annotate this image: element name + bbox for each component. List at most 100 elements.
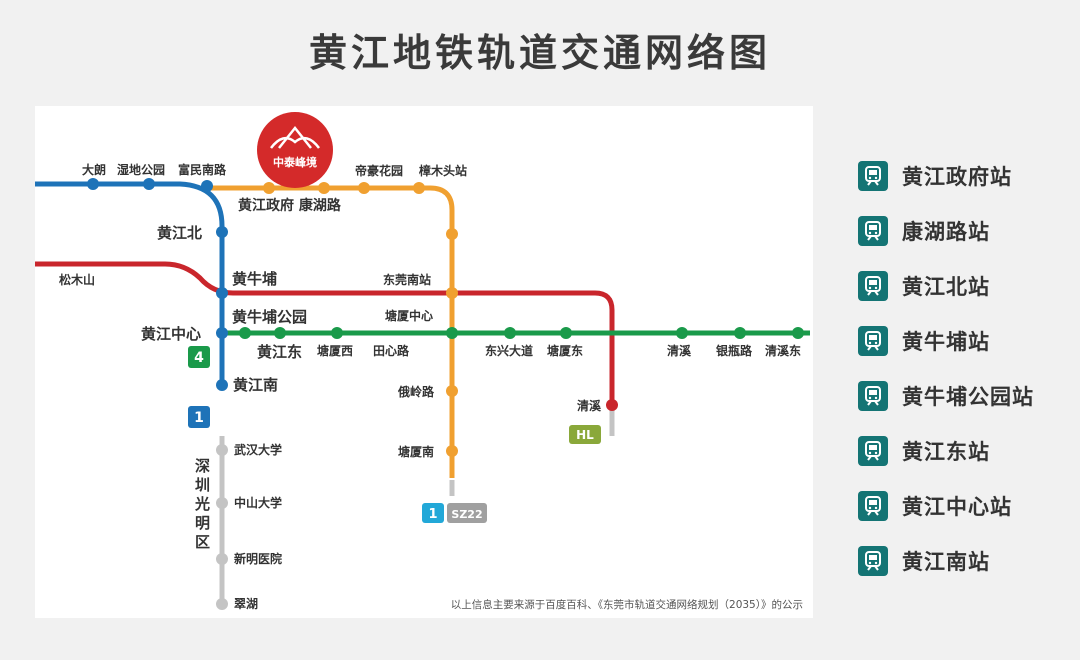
label-songmushan: 松木山	[59, 272, 95, 287]
source-note: 以上信息主要来源于百度百科、《东莞市轨道交通网络规划（2035）》的公示	[451, 598, 803, 611]
station-dongguan-nan-dot[interactable]	[446, 287, 458, 299]
badge-line-sz22: SZ22	[447, 503, 487, 523]
svg-text:4: 4	[194, 350, 204, 366]
label-tianxin: 田心路	[373, 343, 410, 358]
label-shidi: 湿地公园	[117, 162, 165, 177]
label-huangjiang-bei: 黄江北	[157, 224, 202, 242]
station-huangjiang-nan-dot[interactable]	[216, 379, 228, 391]
legend-item: 黄牛埔公园站	[858, 368, 1068, 423]
badge-line-1: 1	[188, 406, 210, 428]
district-char: 深	[195, 457, 210, 475]
label-zhengfu-kanghu: 黄江政府 康湖路	[238, 197, 342, 214]
developer-logo: 中泰峰境	[257, 112, 333, 188]
label-qingxi-green: 清溪	[667, 343, 692, 358]
metro-map: 中泰峰境 大朗 湿地公园 富民南路 黄江政府 康湖路 帝豪花园 樟木头站 黄江北…	[35, 106, 813, 618]
label-huangjiang-nan: 黄江南	[233, 376, 278, 394]
legend-label: 黄江北站	[902, 274, 990, 299]
station-cuihu-dot[interactable]	[216, 598, 228, 610]
legend-item: 黄牛埔站	[858, 313, 1068, 368]
station-huangniupu-dot[interactable]	[216, 287, 228, 299]
station-zhongshan-univ-dot[interactable]	[216, 497, 228, 509]
legend-label: 康湖路站	[902, 219, 990, 244]
metro-train-icon	[858, 490, 888, 521]
station-qingxi-red-dot[interactable]	[606, 399, 618, 411]
station-dihao-dot[interactable]	[358, 182, 370, 194]
legend-label: 黄江南站	[902, 549, 990, 574]
label-tangxia-xi: 塘厦西	[317, 343, 353, 358]
metro-train-icon	[858, 270, 888, 301]
legend-label: 黄江东站	[902, 439, 990, 464]
svg-text:1: 1	[194, 410, 204, 426]
district-char: 圳	[195, 476, 210, 494]
station-huangjiang-bei-dot[interactable]	[216, 226, 228, 238]
label-tangxia-nan: 塘厦南	[398, 444, 434, 459]
metro-train-icon	[858, 325, 888, 356]
station-tangxia-center-dot[interactable]	[446, 327, 458, 339]
station-orange-mid-dot[interactable]	[446, 228, 458, 240]
district-label-shenzhen-guangming: 深 圳 光 明 区	[194, 457, 210, 551]
label-dongguan-nan: 东莞南站	[383, 272, 431, 287]
station-tangxia-xi-dot[interactable]	[331, 327, 343, 339]
badge-line-1-cyan: 1	[422, 503, 444, 523]
station-dalang-dot[interactable]	[87, 178, 99, 190]
page-title: 黄江地铁轨道交通网络图	[308, 31, 771, 75]
orange-line	[207, 185, 455, 478]
legend-item: 黄江政府站	[858, 148, 1068, 203]
district-char: 光	[194, 495, 210, 513]
station-dongxing-dot[interactable]	[504, 327, 516, 339]
station-qingxi-green-dot[interactable]	[676, 327, 688, 339]
station-kanghu-dot[interactable]	[318, 182, 330, 194]
label-qingxi-red: 清溪	[577, 398, 602, 413]
label-qingxi-dong: 清溪东	[765, 343, 801, 358]
legend-item: 黄江南站	[858, 533, 1068, 588]
station-huangjiang-center-dot[interactable]	[216, 327, 228, 339]
badge-line-4: 4	[188, 346, 210, 368]
label-tangxia-center: 塘厦中心	[385, 308, 433, 323]
label-dongxing: 东兴大道	[485, 343, 533, 358]
station-zhengfu-dot[interactable]	[263, 182, 275, 194]
legend-item: 康湖路站	[858, 203, 1068, 258]
label-eling: 俄岭路	[397, 384, 435, 399]
legend-label: 黄江政府站	[902, 164, 1012, 189]
svg-text:1: 1	[428, 507, 437, 522]
station-huangjiang-dong-dot[interactable]	[274, 327, 286, 339]
legend-label: 黄江中心站	[902, 494, 1012, 519]
legend-label: 黄牛埔公园站	[902, 384, 1034, 409]
metro-train-icon	[858, 380, 888, 411]
district-char: 区	[195, 533, 210, 551]
station-zhangmutou-dot[interactable]	[413, 182, 425, 194]
metro-train-icon	[858, 545, 888, 576]
mountain-wings-logo	[270, 125, 320, 149]
label-huangniupu-park: 黄牛埔公园	[232, 308, 307, 326]
label-zhongshan-univ: 中山大学	[234, 495, 282, 510]
station-xinming-dot[interactable]	[216, 553, 228, 565]
logo-text: 中泰峰境	[273, 155, 317, 169]
metro-train-icon	[858, 435, 888, 466]
svg-text:HL: HL	[576, 428, 594, 442]
blue-line	[35, 181, 225, 386]
label-dihao: 帝豪花园	[355, 163, 403, 178]
station-tangxia-dong-dot[interactable]	[560, 327, 572, 339]
station-eling-dot[interactable]	[446, 385, 458, 397]
station-tangxia-nan-dot[interactable]	[446, 445, 458, 457]
metro-train-icon	[858, 215, 888, 246]
station-wuhan-univ-dot[interactable]	[216, 444, 228, 456]
badge-line-hl: HL	[569, 425, 601, 444]
station-fumin-dot[interactable]	[201, 180, 213, 192]
label-cuihu: 翠湖	[234, 596, 258, 611]
label-wuhan-univ: 武汉大学	[234, 442, 282, 457]
label-yinping: 银瓶路	[716, 343, 753, 358]
legend-item: 黄江中心站	[858, 478, 1068, 533]
station-huangniupu-park-dot[interactable]	[239, 327, 251, 339]
station-qingxi-dong-dot[interactable]	[792, 327, 804, 339]
legend-item: 黄江北站	[858, 258, 1068, 313]
station-shidi-dot[interactable]	[143, 178, 155, 190]
label-tangxia-dong: 塘厦东	[547, 343, 583, 358]
label-xinming: 新明医院	[234, 551, 282, 566]
station-legend: 黄江政府站 康湖路站 黄江北站 黄牛埔站 黄牛埔公园站 黄江东站 黄江中心站	[858, 148, 1068, 588]
legend-item: 黄江东站	[858, 423, 1068, 478]
label-zhangmutou: 樟木头站	[419, 163, 467, 178]
station-yinping-dot[interactable]	[734, 327, 746, 339]
label-dalang: 大朗	[82, 162, 106, 177]
metro-train-icon	[858, 160, 888, 191]
